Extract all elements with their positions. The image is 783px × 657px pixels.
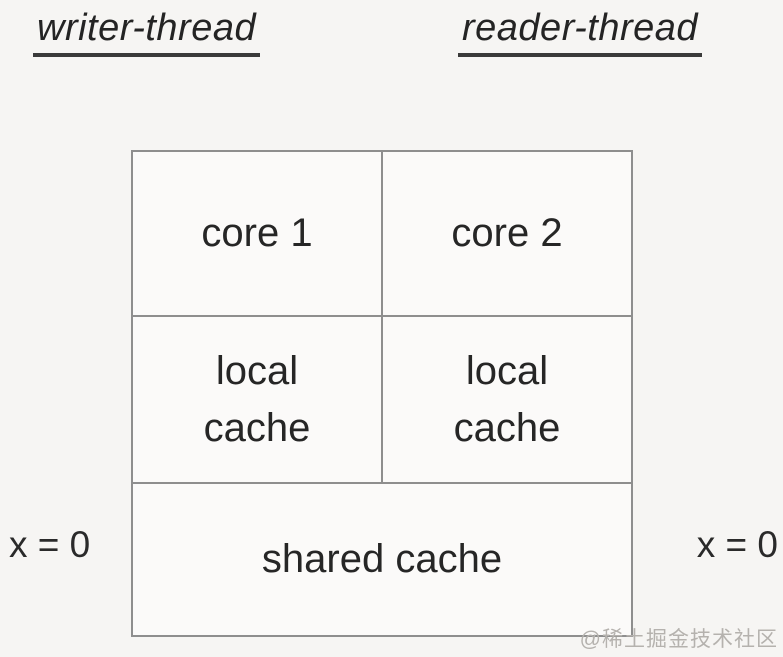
shared-cache-label: shared cache <box>261 537 503 581</box>
local-caches-row: local cache local cache <box>133 317 631 484</box>
shared-cache-row: shared cache <box>133 484 631 635</box>
cpu-cache-diagram: core 1 core 2 local cache local cache sh… <box>131 150 633 637</box>
core1-label: core 1 <box>201 211 313 255</box>
core1-cell: core 1 <box>133 152 381 315</box>
x-value-label-right: x = 0 <box>696 524 778 565</box>
cores-row: core 1 core 2 <box>133 152 631 317</box>
local-cache-1-cell: local cache <box>133 317 381 482</box>
local-cache-2-label: local cache <box>453 348 561 450</box>
local-cache-1-label: local cache <box>203 348 311 450</box>
x-value-label-left: x = 0 <box>9 524 91 565</box>
core2-label: core 2 <box>451 211 563 255</box>
core2-cell: core 2 <box>381 152 631 315</box>
reader-thread-label: reader-thread <box>458 7 703 57</box>
watermark: @稀土掘金技术社区 <box>579 628 778 651</box>
local-cache-2-cell: local cache <box>381 317 631 482</box>
writer-thread-label: writer-thread <box>33 7 261 57</box>
shared-cache-cell: shared cache <box>133 484 631 635</box>
